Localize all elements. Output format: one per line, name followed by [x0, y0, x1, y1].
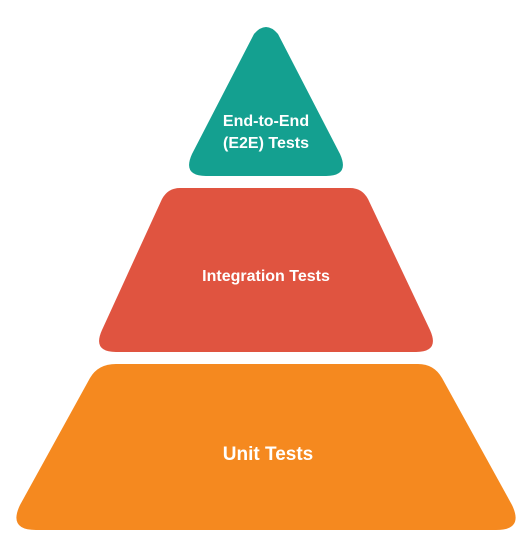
tier-e2e: End-to-End (E2E) Tests — [189, 27, 343, 176]
tier-integration-label: Integration Tests — [202, 268, 330, 285]
tier-e2e-shape — [189, 27, 343, 176]
tier-unit-label: Unit Tests — [223, 444, 313, 465]
tier-e2e-label-line-1: End-to-End — [223, 113, 309, 130]
tier-unit: Unit Tests — [16, 364, 516, 530]
tier-integration: Integration Tests — [99, 188, 433, 352]
tier-integration-shape — [99, 188, 433, 352]
tier-unit-shape — [16, 364, 516, 530]
tier-e2e-label-line-2: (E2E) Tests — [223, 135, 309, 152]
